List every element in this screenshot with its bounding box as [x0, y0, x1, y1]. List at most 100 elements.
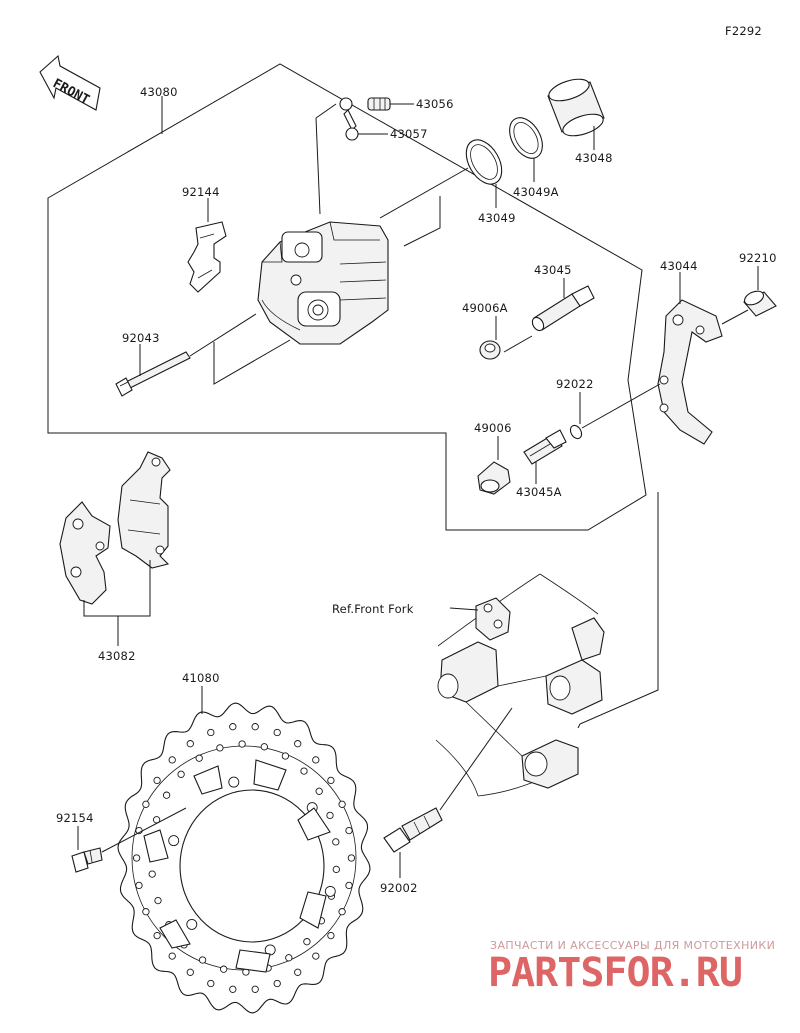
caliper-assembly-outline: [47, 63, 647, 531]
leader-pads: [83, 560, 151, 617]
leader-piston-stack-2: [403, 196, 441, 247]
disc-hole: [281, 752, 290, 760]
part-label-49006a: 49006A: [462, 301, 508, 315]
disc-hole: [273, 979, 281, 988]
ref-front-fork-label: Ref.Front Fork: [332, 602, 414, 616]
brake-pads: [59, 451, 171, 605]
part-label-43048: 43048: [575, 151, 613, 165]
disc-hole: [345, 826, 353, 835]
part-label-43045a: 43045A: [516, 485, 562, 499]
bleed-valve: [367, 97, 391, 111]
disc-hole: [338, 908, 346, 916]
disc-hole: [207, 728, 215, 737]
disc-hole: [294, 740, 302, 748]
leader-bushing: [721, 309, 749, 325]
part-label-92144: 92144: [182, 185, 220, 199]
disc-hole: [153, 776, 161, 785]
disc-hole: [285, 954, 293, 962]
disc-hole: [345, 881, 353, 890]
disc-hole: [168, 756, 176, 764]
disc-hole: [332, 865, 340, 874]
part-label-43057: 43057: [390, 127, 428, 141]
disc-hole: [332, 838, 340, 846]
boot-upper: [479, 340, 501, 360]
disc-hole: [251, 985, 259, 993]
disc-hole: [207, 979, 215, 988]
disc-hole: [198, 956, 207, 964]
leader-pin: [189, 313, 257, 357]
disc-mount-hole: [324, 885, 336, 897]
brake-disc: [117, 702, 371, 1014]
part-label-43045: 43045: [534, 263, 572, 277]
dust-seal: [509, 117, 543, 159]
disc-mount-hole: [228, 776, 240, 788]
disc-hole: [195, 754, 203, 762]
disc-hole: [154, 896, 162, 905]
disc-hole: [294, 968, 302, 976]
piston: [547, 78, 605, 137]
disc-hole: [327, 931, 335, 940]
disc-hole: [229, 985, 237, 993]
leader-bleed-top: [315, 103, 337, 119]
part-label-49006: 49006: [474, 421, 512, 435]
caliper-bracket: [657, 299, 723, 445]
disc-hole: [229, 723, 237, 731]
bushing: [743, 290, 777, 317]
leader-piston-stack: [379, 167, 469, 219]
watermark-tagline: ЗАПЧАСТИ И АКСЕССУАРЫ ДЛЯ МОТОТЕХНИКИ: [490, 939, 776, 952]
circlip: [569, 424, 583, 440]
slide-pin-upper: [531, 285, 595, 332]
slide-pin-lower: [523, 429, 567, 465]
leader-bleed-to-caliper: [315, 117, 321, 215]
leader-pin-2: [213, 339, 291, 385]
front-arrow-icon: FRONT: [39, 54, 101, 111]
disc-hole: [300, 767, 308, 775]
pad-spring: [187, 221, 227, 293]
disc-hole: [220, 965, 228, 973]
disc-bolt: [71, 847, 103, 873]
part-label-92210: 92210: [739, 251, 777, 265]
part-label-43080: 43080: [140, 85, 178, 99]
disc-hole: [216, 744, 224, 752]
disc-hole: [168, 952, 176, 960]
disc-hole: [148, 870, 156, 878]
disc-hole: [326, 811, 334, 820]
part-label-92022: 92022: [556, 377, 594, 391]
disc-hole: [327, 776, 335, 785]
part-label-43044: 43044: [660, 259, 698, 273]
leader-circlip-bracket: [581, 383, 661, 429]
disc-hole: [186, 740, 194, 748]
caliper-body: [257, 221, 389, 345]
watermark-brand: PARTSFOR.RU: [488, 950, 743, 996]
disc-hole: [260, 743, 268, 751]
disc-hole: [142, 800, 150, 808]
disc-hole: [303, 938, 311, 946]
disc-hole: [251, 723, 259, 731]
disc-hole: [315, 787, 323, 795]
part-label-92154: 92154: [56, 811, 94, 825]
part-label-92043: 92043: [122, 331, 160, 345]
disc-hole: [312, 756, 320, 764]
piston-seal: [465, 139, 503, 185]
part-label-43049: 43049: [478, 211, 516, 225]
disc-hole: [162, 791, 171, 799]
bleed-cap: [339, 97, 359, 141]
disc-hole: [312, 952, 320, 960]
disc-mount-hole: [168, 835, 180, 847]
part-label-92002: 92002: [380, 881, 418, 895]
disc-hole: [177, 770, 185, 778]
boot-lower: [477, 461, 511, 495]
disc-hole: [338, 800, 346, 808]
leader-boot-pin: [503, 335, 533, 353]
disc-hole: [238, 740, 246, 748]
disc-hole: [273, 728, 281, 737]
pad-pin: [115, 351, 191, 397]
disc-hole: [142, 908, 150, 916]
part-label-43056: 43056: [416, 97, 454, 111]
leader-bracket-to-fork: [577, 492, 659, 729]
disc-hole: [132, 854, 141, 862]
part-label-43082: 43082: [98, 649, 136, 663]
disc-mount-hole: [186, 918, 198, 930]
leader-bolt-disc: [101, 807, 187, 853]
